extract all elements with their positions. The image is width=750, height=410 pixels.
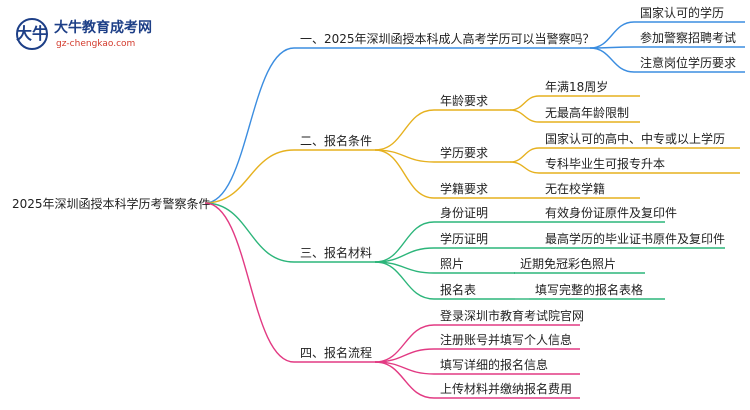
branch-3-item-2-label: 学历证明 <box>440 231 488 246</box>
logo-glyph: 大牛 <box>16 24 48 43</box>
branch-4-item-3-label: 填写详细的报名信息 <box>440 357 548 372</box>
branch-3-item-4-label: 报名表 <box>440 282 476 297</box>
branch-3-item-3-leaf-1-label: 近期免冠彩色照片 <box>520 256 616 271</box>
branch-1-item-3-connector <box>589 47 635 73</box>
branch-2-item-2-leaf-2-connector <box>509 161 540 174</box>
branch-2-item-2-leaf-2-label: 专科毕业生可报专升本 <box>545 156 665 171</box>
branch-2-item-3-connector <box>374 149 435 199</box>
branch-4-item-1-label: 登录深圳市教育考试院官网 <box>440 308 584 323</box>
branch-2-item-3-label: 学籍要求 <box>440 181 488 196</box>
branch-4-item-1-connector <box>374 324 435 363</box>
branch-2-item-3-leaf-1-label: 无在校学籍 <box>545 181 605 196</box>
branch-nodes: 一、2025年深圳函授本科成人高考学历可以当警察吗？ 国家认可的学历参加警察招聘考… <box>300 5 736 396</box>
branch-2-item-2-leaf-1-label: 国家认可的高中、中专或以上学历 <box>545 131 725 146</box>
branch-2-item-1-leaf-2-connector <box>509 109 540 123</box>
branch-3-item-1-label: 身份证明 <box>440 205 488 220</box>
site-logo[interactable]: 大牛 大牛教育成考网 gz-chengkao.com <box>16 18 152 50</box>
branch-2-item-2-leaf-1-connector <box>509 147 540 163</box>
branch-2-item-1-leaf-1-connector <box>509 95 540 111</box>
root-topic: 2025年深圳函授本科学历考警察条件 <box>12 196 211 211</box>
branch-2-item-1-label: 年龄要求 <box>440 94 488 108</box>
branch-3-item-4-leaf-1-label: 填写完整的报名表格 <box>535 282 643 297</box>
branch-1-item-1-label: 国家认可的学历 <box>640 5 724 20</box>
branch-1-item-3-label: 注意岗位学历要求 <box>640 55 736 70</box>
branch-4-connector <box>204 202 295 363</box>
logo-title: 大牛教育成考网 <box>54 19 152 36</box>
branch-4-item-2-label: 注册账号并填写个人信息 <box>440 332 572 347</box>
branch-4-item-4-label: 上传材料并缴纳报名费用 <box>440 381 572 396</box>
branch-3-connector <box>204 202 295 263</box>
branch-3-item-4-connector <box>374 261 435 300</box>
branch-2-item-2-connector <box>374 149 435 163</box>
branch-2-connector <box>204 149 295 204</box>
logo-url: gz-chengkao.com <box>56 39 135 49</box>
branch-2-item-1-connector <box>374 109 435 151</box>
branch-3-item-2-leaf-1-label: 最高学历的毕业证书原件及复印件 <box>545 231 725 246</box>
branch-2-item-1-leaf-2-label: 无最高年龄限制 <box>545 105 629 120</box>
branch-2-item-2-label: 学历要求 <box>440 145 488 160</box>
branch-3-label: 三、报名材料 <box>300 245 372 260</box>
branch-2-item-1-leaf-1-label: 年满18周岁 <box>545 79 608 94</box>
branch-1-item-1-connector <box>589 21 635 49</box>
branch-3-item-3-label: 照片 <box>440 257 464 271</box>
branch-1-item-2-label: 参加警察招聘考试 <box>640 30 736 45</box>
logo-badge-icon <box>16 18 48 50</box>
branch-1-label: 一、2025年深圳函授本科成人高考学历可以当警察吗？ <box>300 31 595 46</box>
branch-connectors <box>204 21 745 399</box>
branch-1-connector <box>204 47 295 204</box>
branch-3-item-1-leaf-1-label: 有效身份证原件及复印件 <box>545 205 677 220</box>
branch-4-item-4-connector <box>374 361 435 399</box>
branch-3-item-1-connector <box>374 221 435 263</box>
branch-4-label: 四、报名流程 <box>300 345 372 360</box>
branch-2-label: 二、报名条件 <box>300 133 372 148</box>
